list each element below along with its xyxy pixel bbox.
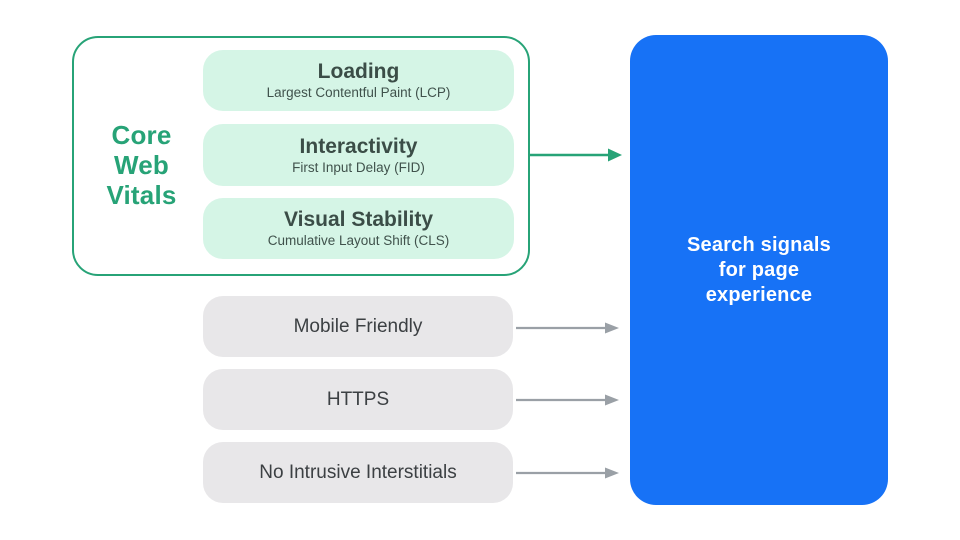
cwv-item-visual-stability-subtitle: Cumulative Layout Shift (CLS) <box>267 233 450 248</box>
cwv-item-loading-subtitle: Largest Contentful Paint (LCP) <box>266 85 451 100</box>
core-web-vitals-label: Core Web Vitals <box>106 120 177 210</box>
signal-no-intrusive-interstitials-label: No Intrusive Interstitials <box>259 461 457 483</box>
no-intrusive-interstitials-arrow-icon <box>516 467 619 479</box>
cwv-item-interactivity-subtitle: First Input Delay (FID) <box>292 159 425 175</box>
search-signals-label: Search signals for page experience <box>687 233 831 306</box>
core-web-vitals-group: Core Web Vitals Loading Largest Contentf… <box>72 36 530 276</box>
signal-https: HTTPS <box>203 369 513 430</box>
cwv-item-loading-title: Loading <box>317 60 400 83</box>
signal-no-intrusive-interstitials: No Intrusive Interstitials <box>203 442 513 503</box>
https-arrow-icon <box>516 394 619 406</box>
mobile-friendly-arrow-icon <box>516 322 619 334</box>
cwv-item-interactivity-title: Interactivity <box>299 134 418 158</box>
cwv-item-visual-stability: Visual Stability Cumulative Layout Shift… <box>203 198 514 259</box>
search-signals-panel: Search signals for page experience <box>630 35 888 505</box>
cwv-item-visual-stability-title: Visual Stability <box>284 208 433 231</box>
signal-mobile-friendly: Mobile Friendly <box>203 296 513 357</box>
core-web-vitals-arrow-icon <box>530 148 622 162</box>
cwv-item-interactivity: Interactivity First Input Delay (FID) <box>203 124 514 186</box>
cwv-item-loading: Loading Largest Contentful Paint (LCP) <box>203 50 514 111</box>
signal-https-label: HTTPS <box>326 388 390 410</box>
signal-mobile-friendly-label: Mobile Friendly <box>293 315 423 337</box>
